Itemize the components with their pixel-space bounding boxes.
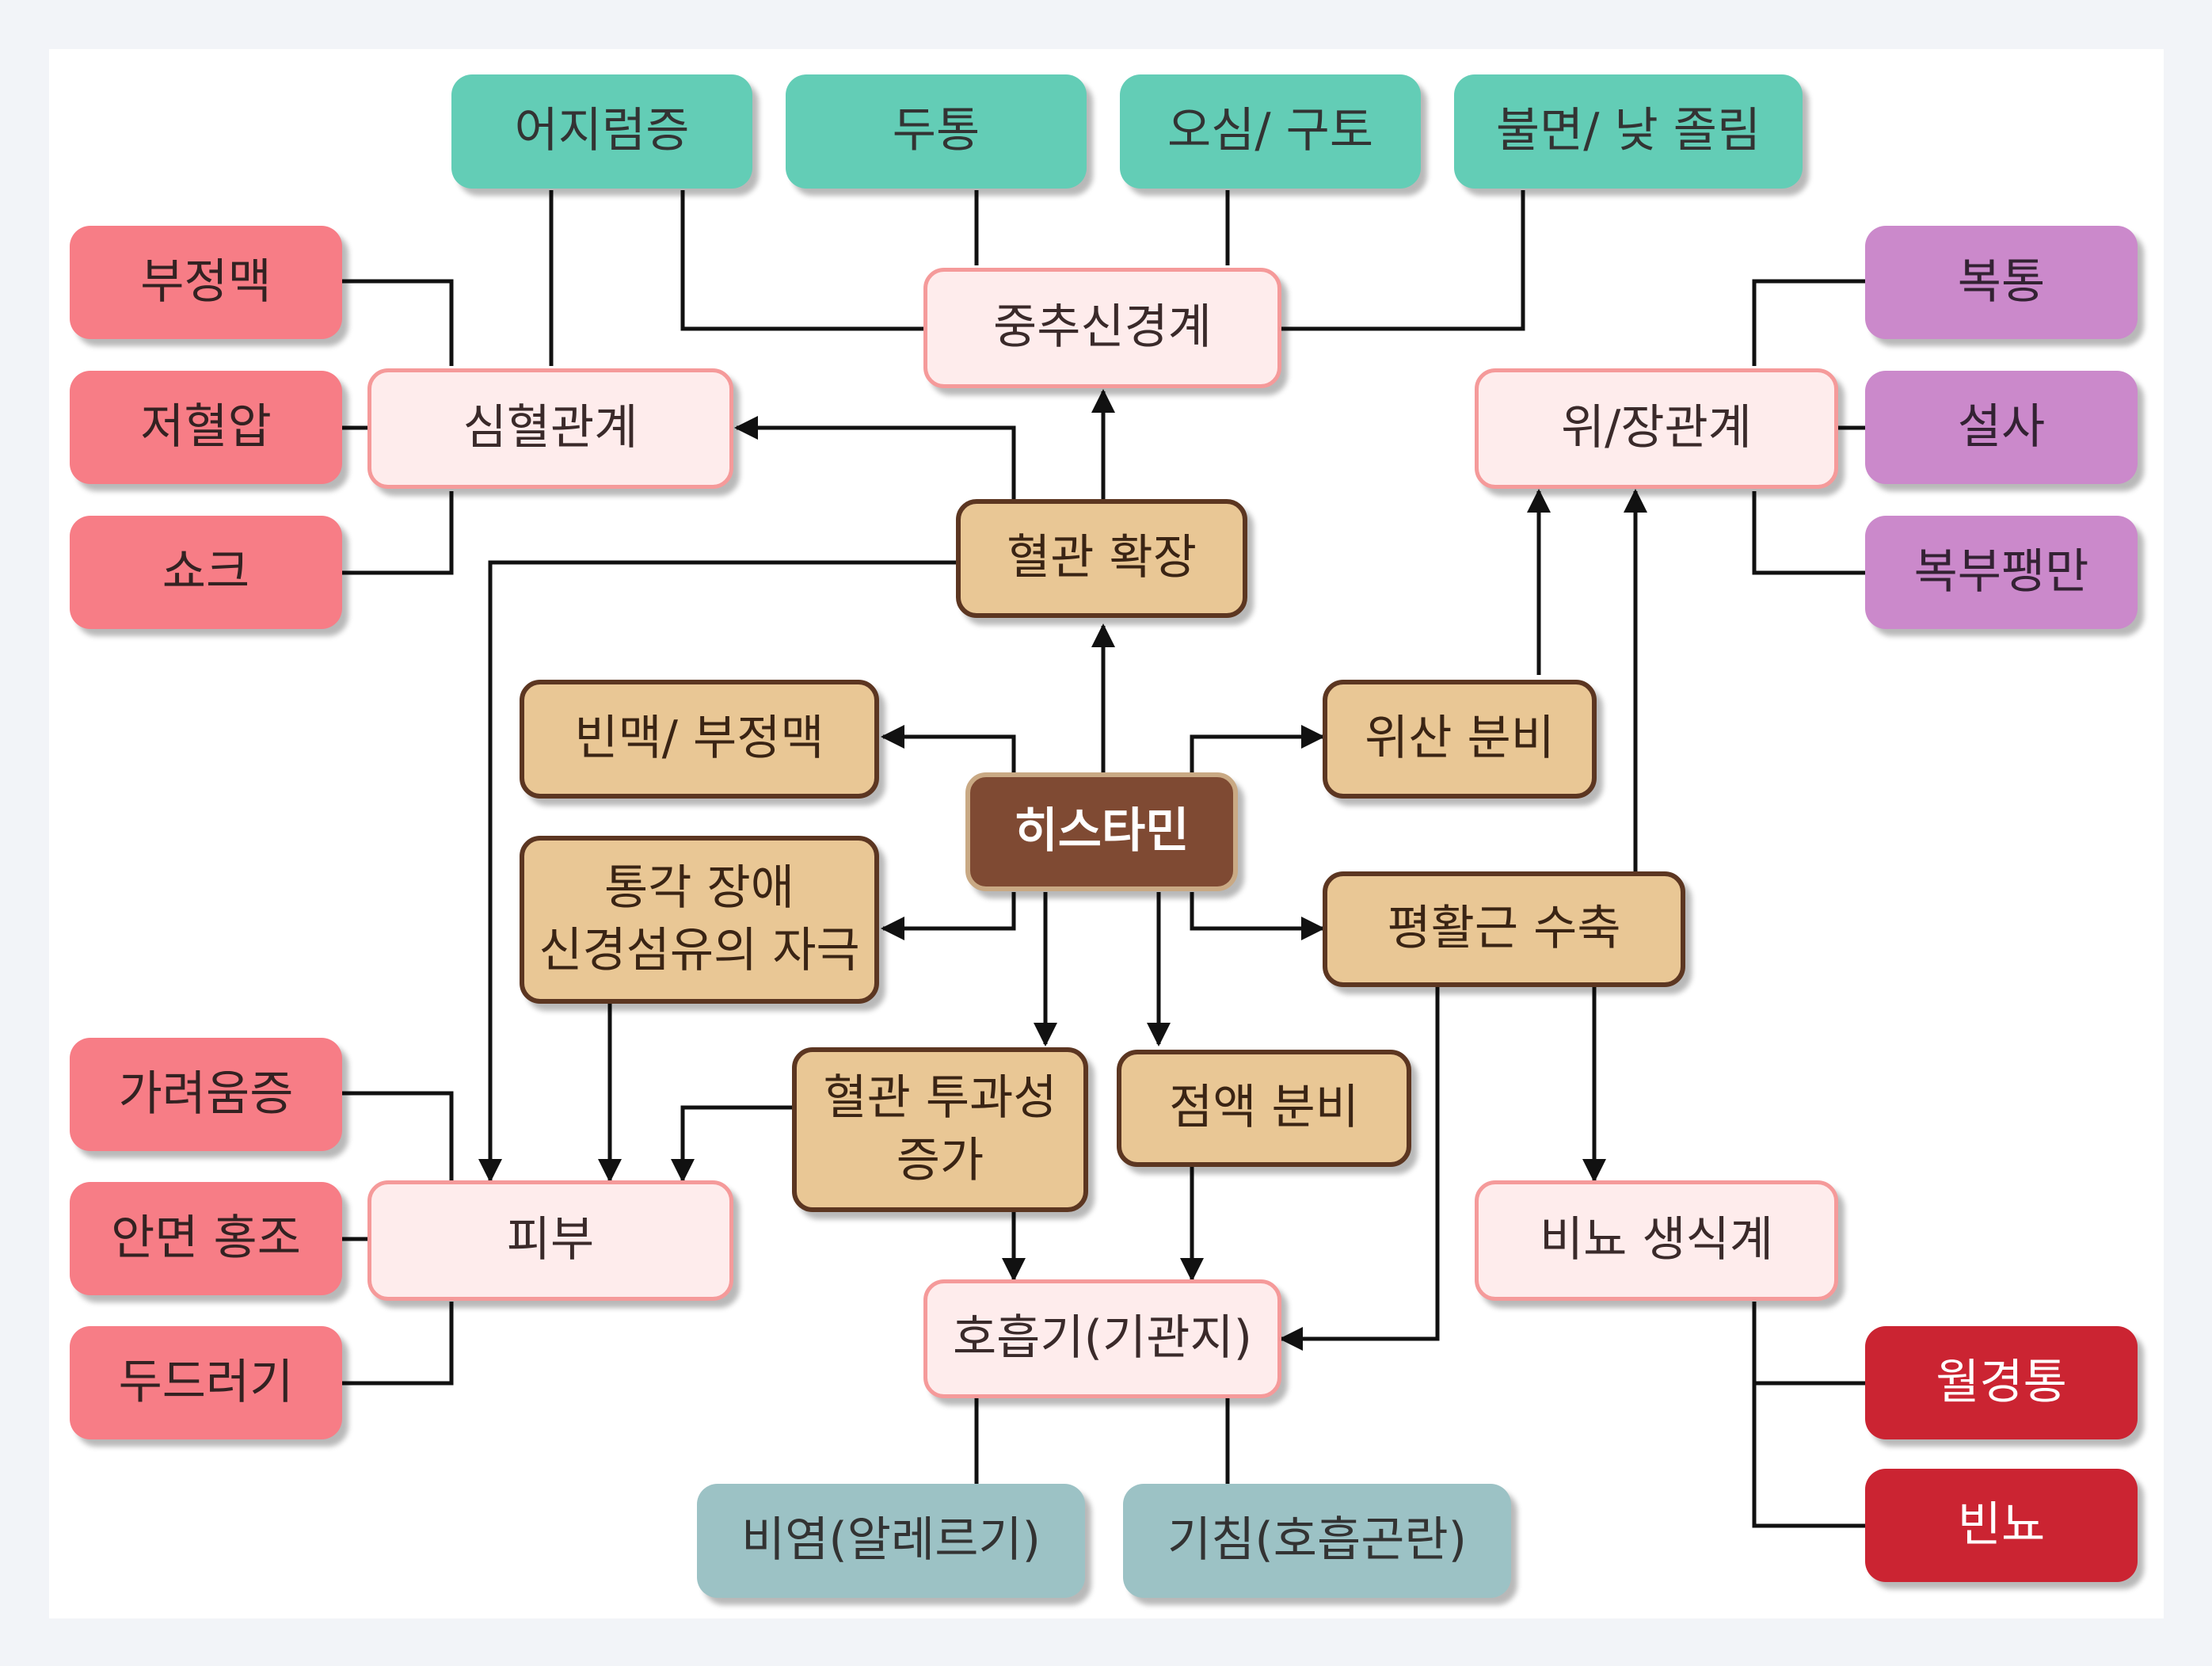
edge-hives	[342, 1302, 454, 1386]
edge-insomnia-cns	[1281, 190, 1525, 331]
effect-tachycardia: 빈맥/ 부정맥	[520, 680, 879, 799]
edge-itching	[342, 1091, 454, 1180]
effect-gastric-acid: 위산 분비	[1323, 680, 1597, 799]
symptom-itching: 가려움증	[70, 1038, 342, 1151]
edge-center-smooth	[1190, 892, 1325, 940]
symptom-nausea: 오심/ 구토	[1120, 74, 1421, 189]
edge-bloating	[1752, 491, 1865, 575]
edge-center-pain	[881, 892, 1016, 940]
symptom-frequent-urination: 빈뇨	[1865, 1469, 2138, 1582]
system-urogenital: 비뇨 생식계	[1475, 1180, 1838, 1301]
effect-smooth-muscle: 평활근 수축	[1323, 871, 1685, 987]
symptom-flushing: 안면 홍조	[70, 1182, 342, 1295]
edge-center-arrhythmia	[881, 725, 1016, 772]
symptom-diarrhea: 설사	[1865, 371, 2138, 484]
system-skin: 피부	[367, 1180, 733, 1301]
edge-shock	[342, 491, 454, 575]
symptom-dysmenorrhea: 월경통	[1865, 1326, 2138, 1439]
effect-nerve-stimulation: 통각 장애 신경섬유의 자극	[520, 836, 879, 1004]
system-cardiovascular: 심혈관계	[367, 368, 733, 489]
symptom-shock: 쇼크	[70, 516, 342, 629]
edge-uro-symptoms	[1752, 1302, 1865, 1528]
edge-abdominal-pain	[1752, 279, 1865, 366]
symptom-dizziness: 어지럼증	[451, 74, 752, 189]
edge-smooth-resp	[1279, 987, 1440, 1351]
symptom-hypotension: 저혈압	[70, 371, 342, 484]
effect-mucus-secretion: 점액 분비	[1117, 1050, 1411, 1167]
histamine-center: 히스타민	[965, 772, 1238, 891]
symptom-rhinitis: 비염(알레르기)	[697, 1484, 1085, 1598]
symptom-hives: 두드러기	[70, 1326, 342, 1439]
system-gastrointestinal: 위/장관계	[1475, 368, 1838, 489]
symptom-headache: 두통	[786, 74, 1087, 189]
symptom-abdominal-pain: 복통	[1865, 226, 2138, 339]
edge-vasodilation-cardio	[734, 416, 1016, 499]
effect-vascular-permeability: 혈관 투과성 증가	[792, 1047, 1088, 1212]
symptom-cough: 기침(호흡곤란)	[1123, 1484, 1511, 1598]
edge-arrhythmia	[342, 279, 454, 366]
symptom-insomnia: 불면/ 낮 졸림	[1454, 74, 1803, 189]
effect-vasodilation: 혈관 확장	[956, 499, 1247, 618]
system-cns: 중추신경계	[923, 268, 1281, 388]
edge-dizziness-cns	[680, 190, 923, 331]
system-respiratory: 호흡기(기관지)	[923, 1279, 1281, 1398]
edge-permeability-skin	[671, 1105, 792, 1183]
edge-center-gastric	[1190, 725, 1325, 772]
edge-vasodilation-skin	[478, 560, 956, 1183]
symptom-bloating: 복부팽만	[1865, 516, 2138, 629]
symptom-arrhythmia: 부정맥	[70, 226, 342, 339]
